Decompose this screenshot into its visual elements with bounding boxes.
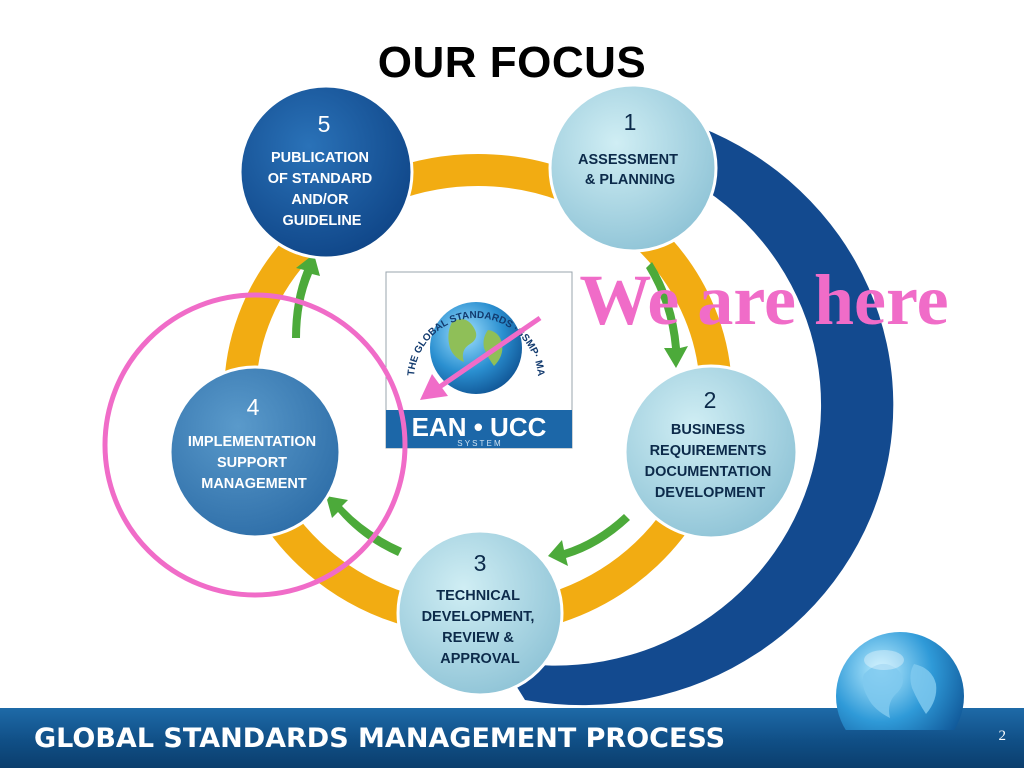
step-4: 4 IMPLEMENTATION SUPPORT MANAGEMENT — [168, 365, 342, 539]
slide-title: OUR FOCUS — [377, 38, 647, 87]
step-4-number: 4 — [247, 394, 260, 420]
callout-text: We are here — [579, 260, 948, 340]
step-2-number: 2 — [704, 387, 717, 413]
step-4-label: IMPLEMENTATION SUPPORT MANAGEMENT — [188, 434, 320, 492]
step-1-number: 1 — [624, 109, 637, 135]
step-5-label: PUBLICATION OF STANDARD AND/OR GUIDELINE — [268, 150, 376, 229]
cycle-arrows — [292, 254, 688, 566]
footer-title: GLOBAL STANDARDS MANAGEMENT PROCESS — [34, 723, 726, 754]
logo-brand-text: EAN • UCC — [412, 412, 547, 442]
step-5: 5 PUBLICATION OF STANDARD AND/OR GUIDELI… — [238, 84, 414, 260]
step-2: 2 BUSINESS REQUIREMENTS DOCUMENTATION DE… — [623, 364, 799, 540]
step-3-label: TECHNICAL DEVELOPMENT, REVIEW & APPROVAL — [422, 588, 539, 667]
globe-icon — [836, 632, 964, 730]
callout-arrow — [420, 315, 542, 400]
arrow-3-to-4 — [326, 496, 402, 556]
project-management-band — [500, 110, 894, 706]
step-1-label: ASSESSMENT & PLANNING — [578, 152, 682, 188]
step-2-label: BUSINESS REQUIREMENTS DOCUMENTATION DEVE… — [645, 422, 776, 501]
logo-brand-subtext: S Y S T E M — [457, 439, 501, 448]
arrow-4-to-5 — [292, 254, 320, 338]
gsmp-cycle-diagram: PROJECT MANAGEMENT PROJECT MANAGEMENT 1 … — [0, 0, 949, 706]
arrow-2-to-3 — [548, 514, 630, 566]
step-3: 3 TECHNICAL DEVELOPMENT, REVIEW & APPROV… — [396, 529, 564, 697]
step-3-number: 3 — [474, 550, 487, 576]
highlight-circle — [102, 292, 408, 598]
step-1: 1 ASSESSMENT & PLANNING — [548, 83, 718, 253]
page-number: 2 — [998, 728, 1007, 744]
arrow-1-to-2 — [646, 262, 688, 368]
step-5-number: 5 — [318, 111, 331, 137]
